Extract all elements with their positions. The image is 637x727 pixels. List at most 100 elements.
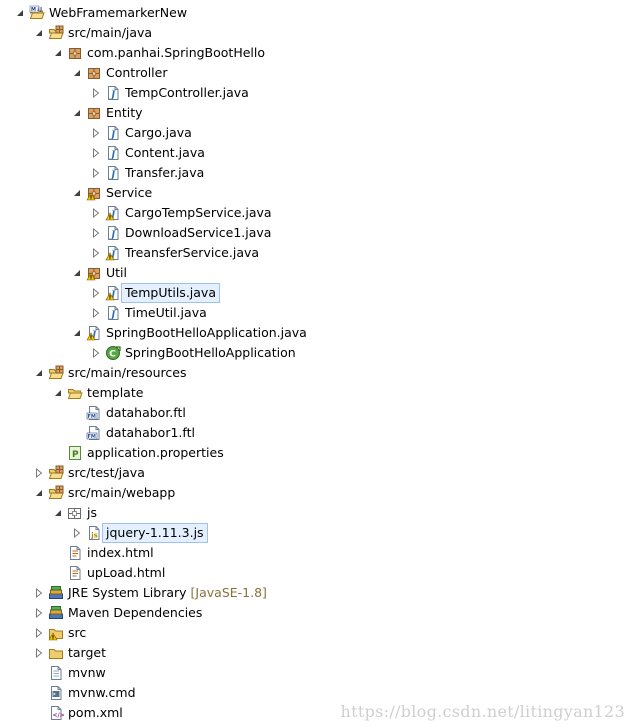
tree-item-maven-dependencies[interactable]: Maven Dependencies [0, 603, 637, 623]
tree-item-label: src/main/webapp [68, 485, 176, 500]
svg-text:P: P [72, 450, 79, 460]
tree-item-label: DownloadService1.java [125, 225, 272, 240]
expanded-arrow-icon[interactable] [71, 103, 83, 123]
tree-item-label: com.panhai.SpringBootHello [87, 45, 266, 60]
expanded-arrow-icon[interactable] [52, 43, 64, 63]
tree-item-label: src/main/java [68, 25, 153, 40]
tree-item-timeutil-java[interactable]: J TimeUtil.java [0, 303, 637, 323]
svg-text:J: J [109, 311, 116, 321]
tree-item-label: Content.java [125, 145, 205, 160]
tree-item-label: TimeUtil.java [125, 305, 207, 320]
tree-item-label: jquery-1.11.3.js [102, 523, 208, 543]
tree-item-downloadservice1-java[interactable]: J DownloadService1.java [0, 223, 637, 243]
expanded-arrow-icon[interactable] [33, 483, 45, 503]
tree-item-label: TempUtils.java [121, 283, 220, 303]
tree-item-upload-html[interactable]: upLoad.html [0, 563, 637, 583]
collapsed-arrow-icon[interactable] [90, 83, 102, 103]
java-file-icon: J [105, 85, 121, 101]
expanded-arrow-icon[interactable] [52, 383, 64, 403]
collapsed-arrow-icon[interactable] [90, 283, 102, 303]
folder-open-icon [67, 385, 83, 401]
tree-item-label: TempController.java [125, 85, 249, 100]
expanded-arrow-icon[interactable] [71, 323, 83, 343]
collapsed-arrow-icon[interactable] [33, 583, 45, 603]
tree-item-src-main-webapp[interactable]: src/main/webapp [0, 483, 637, 503]
expanded-arrow-icon[interactable] [14, 3, 26, 23]
package-warning-icon [86, 185, 102, 201]
folder-icon [48, 645, 64, 661]
expanded-arrow-icon[interactable] [71, 263, 83, 283]
collapsed-arrow-icon[interactable] [90, 203, 102, 223]
tree-item-label: template [87, 385, 144, 400]
tree-item-label: Util [106, 265, 127, 280]
tree-item-label: Entity [106, 105, 143, 120]
tree-item-js[interactable]: js [0, 503, 637, 523]
tree-item-entity[interactable]: Entity [0, 103, 637, 123]
package-icon [86, 65, 102, 81]
collapsed-arrow-icon[interactable] [90, 163, 102, 183]
collapsed-arrow-icon[interactable] [33, 623, 45, 643]
collapsed-arrow-icon[interactable] [90, 303, 102, 323]
tree-item-target[interactable]: target [0, 643, 637, 663]
tree-item-index-html[interactable]: index.html [0, 543, 637, 563]
tree-item-src[interactable]: src [0, 623, 637, 643]
collapsed-arrow-icon[interactable] [33, 463, 45, 483]
ftl-file-icon: FM [86, 405, 102, 421]
expanded-arrow-icon[interactable] [33, 363, 45, 383]
tree-item-mvnw[interactable]: mvnw [0, 663, 637, 683]
tree-item-pom-xml[interactable]: </>pom.xml [0, 703, 637, 723]
collapsed-arrow-icon[interactable] [90, 143, 102, 163]
tree-item-tempcontroller-java[interactable]: J TempController.java [0, 83, 637, 103]
tree-item-label: upLoad.html [87, 565, 166, 580]
tree-item-label: pom.xml [68, 705, 123, 720]
collapsed-arrow-icon[interactable] [90, 223, 102, 243]
tree-item-mvnw-cmd[interactable]: mvnw.cmd [0, 683, 637, 703]
tree-item-src-main-resources[interactable]: src/main/resources [0, 363, 637, 383]
collapsed-arrow-icon[interactable] [90, 123, 102, 143]
collapsed-arrow-icon[interactable] [71, 523, 83, 543]
tree-item-label: SpringBootHelloApplication.java [106, 325, 307, 340]
svg-text:J: J [109, 231, 116, 241]
java-file-icon: J [105, 125, 121, 141]
expanded-arrow-icon[interactable] [71, 183, 83, 203]
expanded-arrow-icon[interactable] [33, 23, 45, 43]
collapsed-arrow-icon[interactable] [90, 243, 102, 263]
expanded-arrow-icon[interactable] [71, 63, 83, 83]
tree-item-jre-system[interactable]: JRE System Library[JavaSE-1.8] [0, 583, 637, 603]
tree-item-util[interactable]: Util [0, 263, 637, 283]
tree-item-label: Transfer.java [125, 165, 205, 180]
expanded-arrow-icon[interactable] [52, 503, 64, 523]
tree-item-label: datahabor.ftl [106, 405, 186, 420]
tree-item-label: Maven Dependencies [68, 605, 203, 620]
tree-item-controller[interactable]: Controller [0, 63, 637, 83]
tree-item-template[interactable]: template [0, 383, 637, 403]
tree-item-springboothelloapplication[interactable]: C SpringBootHelloApplication [0, 343, 637, 363]
svg-text:C: C [109, 350, 116, 360]
collapsed-arrow-icon[interactable] [33, 643, 45, 663]
tree-item-com-panhai-springboothello[interactable]: com.panhai.SpringBootHello [0, 43, 637, 63]
tree-item-label: target [68, 645, 107, 660]
tree-item-src-main-java[interactable]: src/main/java [0, 23, 637, 43]
tree-item-service[interactable]: Service [0, 183, 637, 203]
collapsed-arrow-icon[interactable] [90, 343, 102, 363]
ftl-file-icon: FM [86, 425, 102, 441]
tree-item-label: WebFramemarkerNew [49, 5, 188, 20]
jre-version-decoration: [JavaSE-1.8] [190, 585, 267, 600]
tree-item-datahabor-ftl[interactable]: FM datahabor.ftl [0, 403, 637, 423]
collapsed-arrow-icon[interactable] [33, 603, 45, 623]
tree-item-label: SpringBootHelloApplication [125, 345, 296, 360]
tree-item-src-test-java[interactable]: src/test/java [0, 463, 637, 483]
svg-text:J: J [109, 211, 116, 221]
folder-warning-icon [48, 625, 64, 641]
